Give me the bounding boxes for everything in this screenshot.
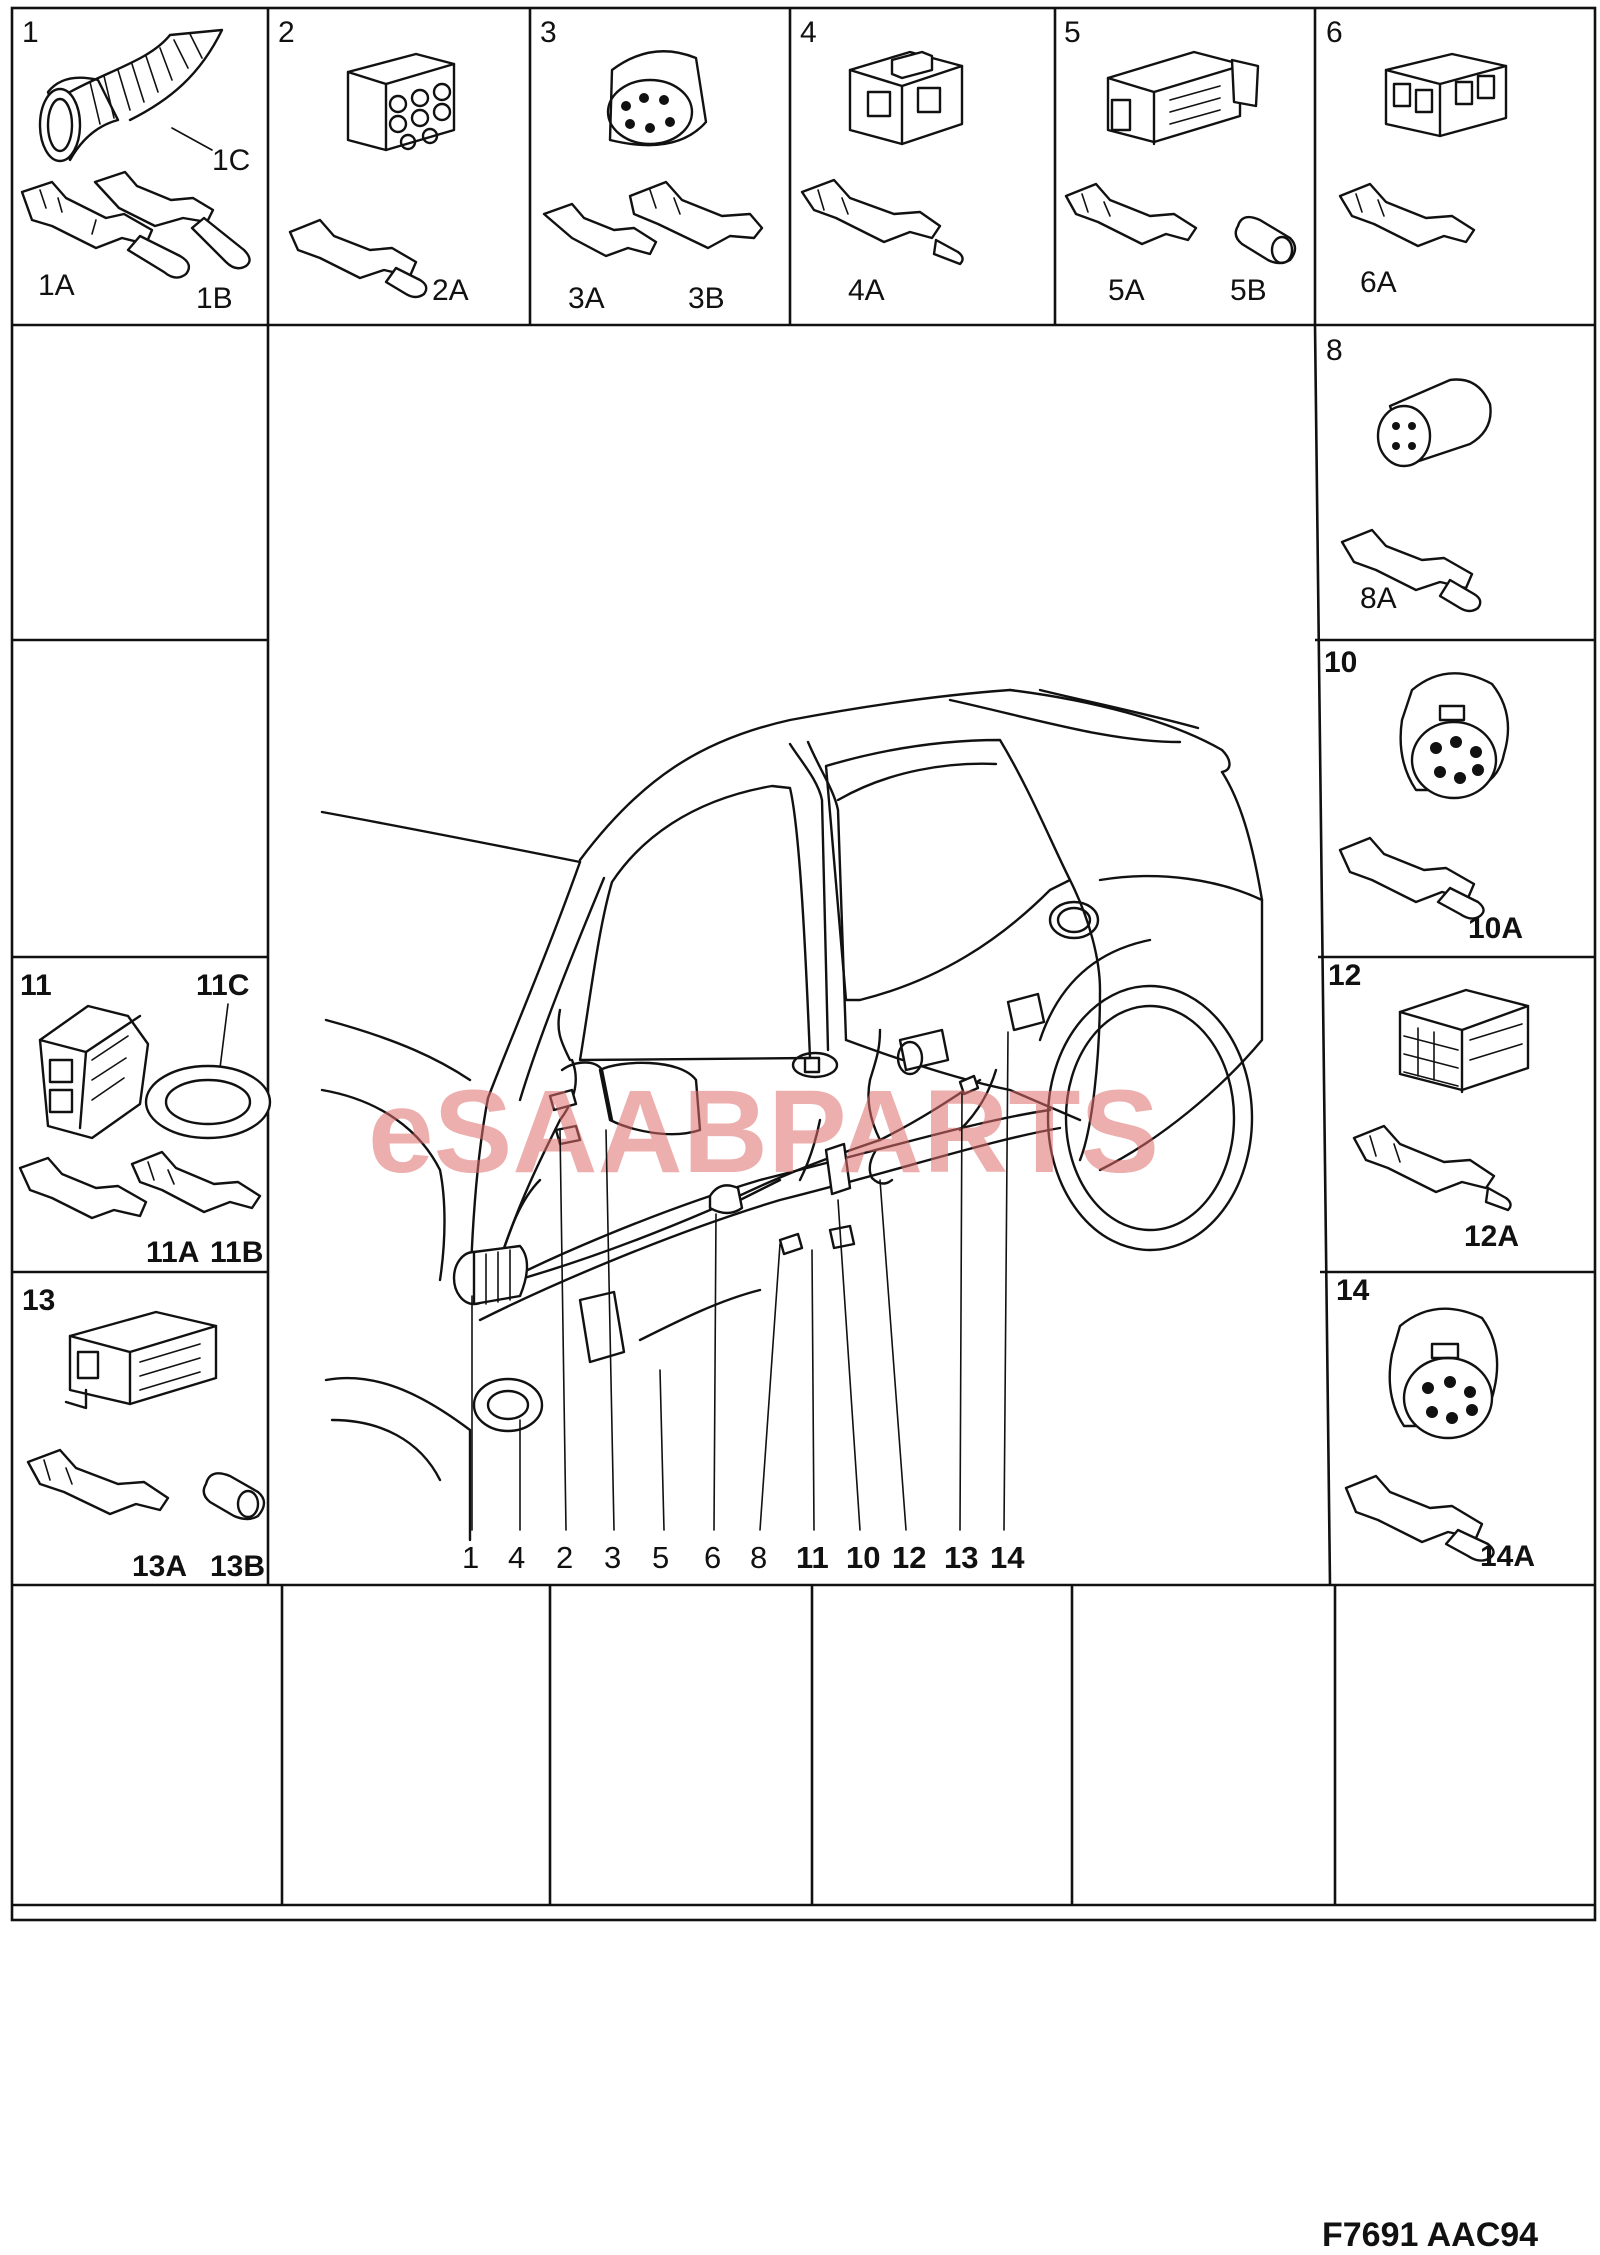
part-label: 2A [432, 274, 469, 307]
callout-5: 5 [652, 1540, 669, 1575]
callout-11: 11 [796, 1540, 829, 1575]
terminal-pin [93, 170, 251, 270]
cell-number: 10 [1324, 646, 1357, 679]
connector-cell-11: 11 11C 11A 11B [18, 969, 272, 1269]
terminal-pin [1340, 528, 1482, 613]
terminal-pin [542, 202, 658, 258]
grommet-connector [452, 1244, 529, 1306]
round-connector [1388, 1307, 1499, 1440]
round-connector [606, 50, 708, 147]
cell-number: 12 [1328, 959, 1361, 992]
cell-number: 2 [278, 16, 295, 49]
terminal-pin [1344, 1474, 1495, 1562]
callout-2: 2 [556, 1540, 573, 1575]
cell-number: 13 [22, 1284, 55, 1317]
connector-cell-4: 4 4A [800, 16, 964, 307]
part-label: 5B [1230, 274, 1267, 307]
connector-housing [848, 50, 964, 146]
seal-grommet [202, 1472, 266, 1521]
connector-housing [1106, 50, 1260, 146]
terminal-pin [26, 1448, 170, 1516]
cell-number: 3 [540, 16, 557, 49]
connector-housing [1398, 988, 1530, 1094]
cell-number: 1 [22, 16, 39, 49]
connector-cell-13: 13 13A 13B [22, 1284, 266, 1583]
corrugated-conduit [38, 28, 224, 163]
cell-number: 11 [20, 969, 52, 1002]
part-label: 1B [196, 282, 233, 315]
wiring-harness [452, 992, 1046, 1433]
connector-cell-5: 5 5A 5B [1064, 16, 1297, 307]
watermark-text: eSAABPARTS [368, 1066, 1159, 1198]
callout-3: 3 [604, 1540, 621, 1575]
callout-14: 14 [990, 1540, 1025, 1575]
cell-number: 14 [1336, 1274, 1370, 1307]
callout-4: 4 [508, 1540, 525, 1575]
panel-grid [10, 6, 1597, 1922]
terminal-pin [1064, 182, 1198, 246]
cell-number: 5 [1064, 16, 1081, 49]
connector-cell-8: 8 8A [1326, 334, 1492, 615]
terminal-pin [18, 1156, 148, 1220]
callout-13: 13 [944, 1540, 978, 1575]
part-label: 11B [210, 1236, 263, 1269]
connector-cell-14: 14 14A [1336, 1274, 1535, 1573]
car-door-illustration [320, 688, 1264, 1542]
part-label: 12A [1464, 1220, 1519, 1253]
part-label: 13B [210, 1550, 265, 1583]
cell-number: 8 [1326, 334, 1343, 367]
part-label: 3A [568, 282, 605, 315]
connector-cell-10: 10 10A [1324, 646, 1523, 945]
figure-code: F7691 AAC94 [1322, 2216, 1538, 2254]
connector-cell-3: 3 3A 3B [540, 16, 764, 315]
connector-cell-6: 6 6A [1326, 16, 1508, 299]
connector-housing [64, 1310, 218, 1410]
terminal-pin [628, 180, 764, 250]
terminal-pin [288, 218, 428, 299]
callout-10: 10 [846, 1540, 880, 1575]
part-label: 5A [1108, 274, 1145, 307]
part-label: 11A [146, 1236, 199, 1269]
part-label: 3B [688, 282, 725, 315]
connector-cell-12: 12 12A [1328, 959, 1530, 1253]
callout-8: 8 [750, 1540, 767, 1575]
round-connector [1376, 378, 1492, 468]
connector-housing [346, 52, 456, 152]
connector-cell-2: 2 2A [278, 16, 469, 307]
connector-cell-1: 1 1C 1A 1B [20, 16, 251, 315]
part-label: 4A [848, 274, 885, 307]
terminal-pin [130, 1150, 262, 1214]
oval-seal [144, 1003, 272, 1140]
part-label: 13A [132, 1550, 187, 1583]
terminal-pin [1338, 836, 1485, 920]
callout-1: 1 [462, 1540, 479, 1575]
terminal-pin [1352, 1124, 1512, 1212]
cell-number: 4 [800, 16, 817, 49]
part-label: 8A [1360, 582, 1397, 615]
callout-numbers: 1 4 2 3 5 6 8 11 10 12 13 14 [462, 1540, 1025, 1575]
terminal-pin [20, 180, 191, 279]
part-label: 14A [1480, 1540, 1535, 1573]
callout-leaders [471, 1031, 1009, 1531]
terminal-pin [1338, 182, 1476, 248]
cell-number: 6 [1326, 16, 1343, 49]
callout-12: 12 [892, 1540, 926, 1575]
part-label: 1A [38, 269, 75, 302]
part-label: 11C [196, 969, 249, 1002]
part-label: 6A [1360, 266, 1397, 299]
round-connector [1399, 672, 1510, 800]
callout-6: 6 [704, 1540, 721, 1575]
part-label: 1C [212, 144, 250, 177]
terminal-pin [800, 178, 964, 266]
seal-grommet [1234, 215, 1297, 265]
connector-housing [1384, 52, 1508, 138]
part-label: 10A [1468, 912, 1523, 945]
connector-housing [38, 1004, 150, 1140]
